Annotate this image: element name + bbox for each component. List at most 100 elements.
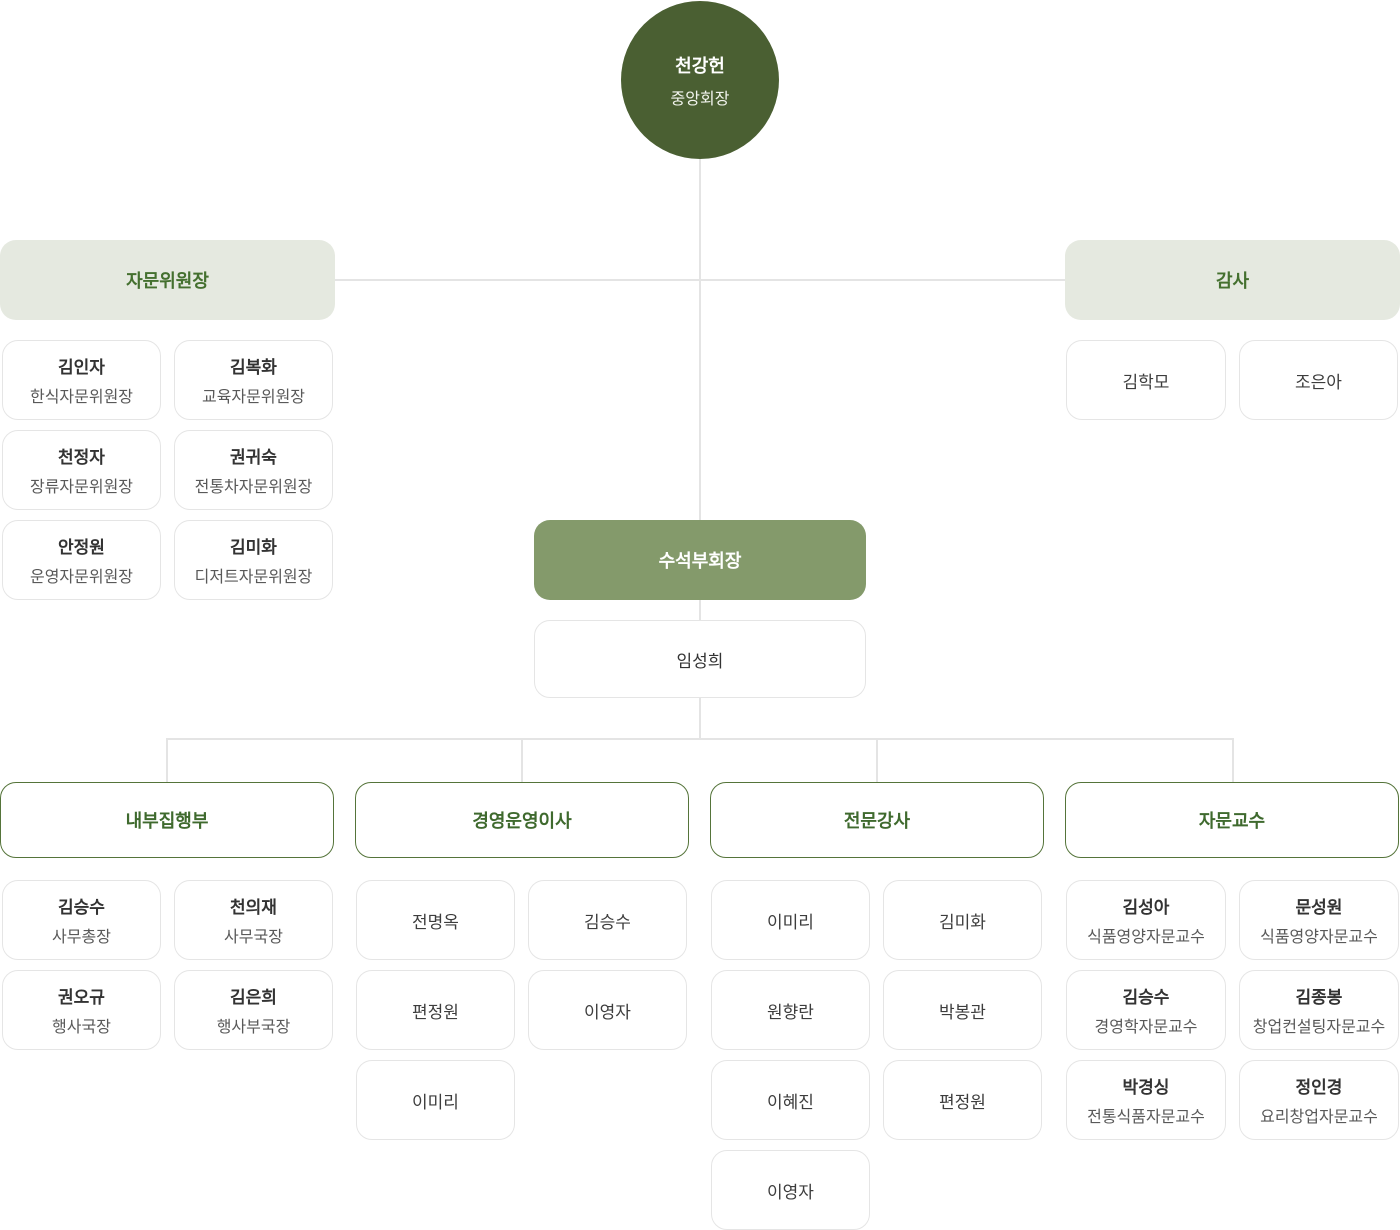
member-card: 김인자 한식자문위원장 bbox=[2, 340, 161, 420]
member-card: 천의재 사무국장 bbox=[174, 880, 333, 960]
member-name: 원향란 bbox=[767, 1002, 814, 1022]
member-name: 전명옥 bbox=[412, 912, 459, 932]
member-name: 이영자 bbox=[767, 1182, 814, 1202]
member-card: 김복화 교육자문위원장 bbox=[174, 340, 333, 420]
vice-chair-header: 수석부회장 bbox=[534, 520, 866, 600]
member-card: 조은아 bbox=[1239, 340, 1398, 420]
member-name: 김종봉 bbox=[1295, 988, 1343, 1007]
member-card: 안정원 운영자문위원장 bbox=[2, 520, 161, 600]
member-title: 운영자문위원장 bbox=[29, 569, 134, 586]
member-card: 이영자 bbox=[528, 970, 687, 1050]
member-card: 박경싱 전통식품자문교수 bbox=[1066, 1060, 1226, 1140]
member-name: 안정원 bbox=[58, 538, 105, 557]
member-title: 식품영양자문교수 bbox=[1260, 929, 1378, 946]
chairman-name: 천강헌 bbox=[675, 55, 725, 76]
member-card: 김승수 경영학자문교수 bbox=[1066, 970, 1226, 1050]
member-name: 이미리 bbox=[767, 912, 814, 932]
member-title: 창업컨설팅자문교수 bbox=[1252, 1019, 1386, 1036]
member-title: 행사국장 bbox=[52, 1019, 111, 1036]
member-card: 김학모 bbox=[1066, 340, 1226, 420]
member-title: 행사부국장 bbox=[216, 1019, 291, 1036]
member-name: 김은희 bbox=[230, 988, 277, 1007]
member-name: 권귀숙 bbox=[230, 448, 277, 467]
connector-drop-dept0 bbox=[166, 738, 168, 782]
audit-header: 감사 bbox=[1065, 240, 1400, 320]
member-name: 김승수 bbox=[1122, 988, 1170, 1007]
member-name: 김미화 bbox=[939, 912, 986, 932]
connector-drop-dept3 bbox=[1232, 738, 1234, 782]
member-title: 사무국장 bbox=[224, 929, 283, 946]
member-card: 문성원 식품영양자문교수 bbox=[1239, 880, 1399, 960]
chairman-node: 천강헌 중앙회장 bbox=[621, 1, 779, 159]
dept-lecturers-members: 이미리 김미화 원향란 박봉관 이혜진 편정원 이영자 bbox=[711, 880, 1042, 1230]
dept-header-lecturers: 전문강사 bbox=[710, 782, 1044, 858]
member-title: 사무총장 bbox=[52, 929, 111, 946]
connector-chairman-vertical bbox=[699, 159, 701, 522]
member-name: 김성아 bbox=[1122, 898, 1170, 917]
member-card: 김승수 bbox=[528, 880, 687, 960]
vice-chair-member: 임성희 bbox=[534, 620, 866, 698]
member-card: 김미화 디저트자문위원장 bbox=[174, 520, 333, 600]
member-title: 한식자문위원장 bbox=[29, 389, 134, 406]
member-title: 전통식품자문교수 bbox=[1087, 1109, 1205, 1126]
member-name: 박봉관 bbox=[939, 1002, 986, 1022]
member-card: 이영자 bbox=[711, 1150, 870, 1230]
audit-members: 김학모 조은아 bbox=[1066, 340, 1398, 420]
member-name: 김학모 bbox=[1122, 372, 1170, 392]
member-card: 원향란 bbox=[711, 970, 870, 1050]
member-name: 김미화 bbox=[230, 538, 277, 557]
member-card: 이미리 bbox=[711, 880, 870, 960]
member-name: 천정자 bbox=[58, 448, 105, 467]
member-card: 정인경 요리창업자문교수 bbox=[1239, 1060, 1399, 1140]
member-card: 전명옥 bbox=[356, 880, 515, 960]
member-card: 권귀숙 전통차자문위원장 bbox=[174, 430, 333, 510]
member-card: 천정자 장류자문위원장 bbox=[2, 430, 161, 510]
connector-vice-to-member bbox=[699, 600, 701, 620]
member-name: 이영자 bbox=[584, 1002, 631, 1022]
member-name: 김승수 bbox=[584, 912, 631, 932]
connector-top-horizontal bbox=[335, 279, 1065, 281]
member-title: 요리창업자문교수 bbox=[1260, 1109, 1378, 1126]
member-card: 편정원 bbox=[883, 1060, 1042, 1140]
member-card: 권오규 행사국장 bbox=[2, 970, 161, 1050]
member-name: 천의재 bbox=[230, 898, 277, 917]
member-name: 편정원 bbox=[939, 1092, 986, 1112]
dept-header-management: 경영운영이사 bbox=[355, 782, 689, 858]
dept-header-internal-exec: 내부집행부 bbox=[0, 782, 334, 858]
member-card: 편정원 bbox=[356, 970, 515, 1050]
member-card: 이혜진 bbox=[711, 1060, 870, 1140]
member-name: 김승수 bbox=[58, 898, 105, 917]
member-name: 정인경 bbox=[1295, 1078, 1343, 1097]
member-title: 장류자문위원장 bbox=[29, 479, 134, 496]
dept-advisory-prof-members: 김성아 식품영양자문교수 문성원 식품영양자문교수 김승수 경영학자문교수 김종… bbox=[1066, 880, 1399, 1140]
dept-header-advisory-prof: 자문교수 bbox=[1065, 782, 1399, 858]
member-title: 디저트자문위원장 bbox=[194, 569, 313, 586]
member-card: 김은희 행사부국장 bbox=[174, 970, 333, 1050]
member-name: 박경싱 bbox=[1122, 1078, 1170, 1097]
member-card: 김승수 사무총장 bbox=[2, 880, 161, 960]
dept-internal-exec-members: 김승수 사무총장 천의재 사무국장 권오규 행사국장 김은희 행사부국장 bbox=[2, 880, 333, 1050]
member-title: 교육자문위원장 bbox=[201, 389, 306, 406]
member-name: 이미리 bbox=[412, 1092, 459, 1112]
member-name: 김복화 bbox=[230, 358, 277, 377]
connector-drop-dept1 bbox=[521, 738, 523, 782]
connector-member-to-branch bbox=[699, 698, 701, 740]
member-name: 김인자 bbox=[58, 358, 105, 377]
member-card: 김성아 식품영양자문교수 bbox=[1066, 880, 1226, 960]
member-card: 김종봉 창업컨설팅자문교수 bbox=[1239, 970, 1399, 1050]
member-name: 조은아 bbox=[1295, 372, 1342, 392]
advisory-members: 김인자 한식자문위원장 김복화 교육자문위원장 천정자 장류자문위원장 권귀숙 … bbox=[2, 340, 333, 600]
member-name: 이혜진 bbox=[767, 1092, 814, 1112]
connector-branch-horizontal bbox=[166, 738, 1234, 740]
member-title: 식품영양자문교수 bbox=[1087, 929, 1205, 946]
member-card: 이미리 bbox=[356, 1060, 515, 1140]
member-title: 전통차자문위원장 bbox=[194, 479, 313, 496]
chairman-title: 중앙회장 bbox=[670, 90, 730, 108]
member-name: 편정원 bbox=[412, 1002, 459, 1022]
connector-drop-dept2 bbox=[876, 738, 878, 782]
dept-management-members: 전명옥 김승수 편정원 이영자 이미리 bbox=[356, 880, 687, 1140]
member-name: 권오규 bbox=[58, 988, 105, 1007]
member-name: 문성원 bbox=[1295, 898, 1343, 917]
advisory-header: 자문위원장 bbox=[0, 240, 335, 320]
